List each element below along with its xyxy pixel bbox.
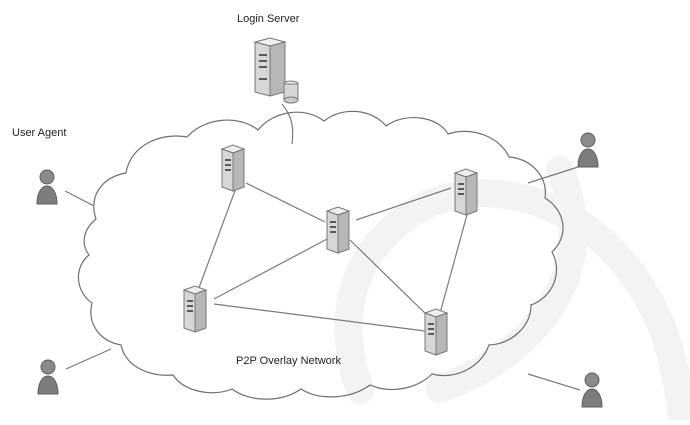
user-agent-head-3 [580,132,596,148]
user-agent-head-1 [39,169,55,185]
watermark-shape [334,156,690,425]
server-2-slot-2 [330,226,336,228]
server-3-slot-3 [458,193,464,195]
server-icon [220,144,246,192]
login-server-front [254,41,271,97]
server-icon [453,168,479,216]
server-4-slot-3 [187,310,193,312]
user-agent-icon [36,169,58,205]
edge-agent-left-bottom [65,348,112,370]
database-cylinder-icon [283,80,299,104]
server-2-side [337,210,350,254]
server-icon [423,308,449,356]
edge-node1-node4 [196,187,237,294]
server-1-slot-3 [225,169,231,171]
login-server-icon [253,37,299,104]
server-1-slot-2 [225,164,231,166]
user-agent-label: User Agent [12,127,67,139]
user-agent-head-4 [584,372,600,388]
user-agent-icon [37,359,59,395]
edge-node1-node2 [245,182,326,223]
server-3-side [465,172,478,216]
edge-node3-node5 [438,210,469,318]
edge-node2-node3 [355,187,452,221]
edge-agent-right-top [527,166,579,184]
server-4-slot-2 [187,305,193,307]
login-server-slot-3 [259,66,267,68]
edge-node4-node5 [213,303,426,332]
user-agent-head-2 [40,359,56,375]
server-5-slot-2 [428,328,434,330]
edge-login-to-cloud [281,103,294,145]
server-5-slot-3 [428,333,434,335]
edge-agent-left-top [64,190,95,207]
login-server-side [269,41,286,97]
server-4-slot-1 [187,300,193,302]
server-1-slot-1 [225,159,231,161]
user-agent-icon [581,372,603,408]
server-4-side [194,289,207,333]
login-server-slot-1 [259,54,267,56]
user-agent-icon [577,132,599,168]
server-5-slot-1 [428,323,434,325]
server-icon [325,206,351,254]
login-server-slot-2 [259,60,267,62]
server-icon [182,285,208,333]
user-agent-body-1 [36,185,58,205]
server-2-slot-3 [330,231,336,233]
server-1-side [232,148,245,192]
server-3-slot-1 [458,183,464,185]
user-agent-body-2 [37,375,59,395]
login-server-slot-4 [259,78,267,80]
user-agent-body-4 [581,388,603,408]
server-3-slot-2 [458,188,464,190]
login-server-label: Login Server [237,13,300,25]
overlay-cloud [77,110,564,400]
overlay-network-label: P2P Overlay Network [236,355,341,367]
server-5-side [435,312,448,356]
user-agent-body-3 [577,148,599,168]
server-2-slot-1 [330,221,336,223]
edge-agent-right-bottom [527,373,581,391]
edge-node2-node4 [213,237,330,300]
edge-node2-node5 [349,239,432,320]
